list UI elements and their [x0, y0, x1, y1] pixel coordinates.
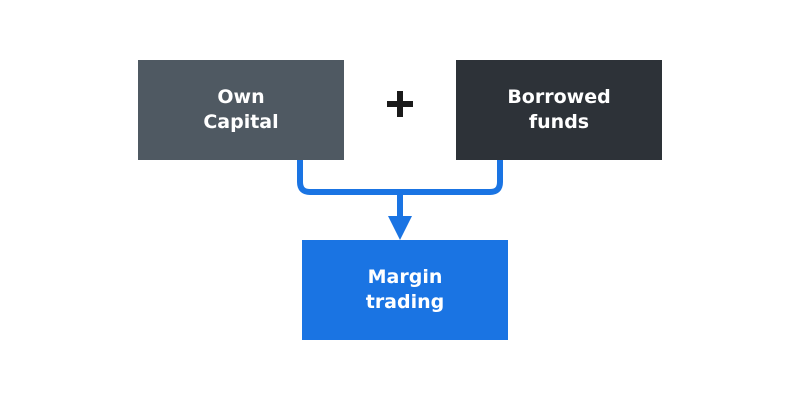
plus-icon [387, 91, 413, 117]
own-capital-label-line1: Own [217, 86, 265, 108]
own-capital-label-line2: Capital [203, 111, 279, 133]
arrow-head-icon [388, 216, 412, 240]
borrowed-funds-label-line1: Borrowed [507, 86, 611, 108]
borrowed-funds-box: Borrowed funds [456, 60, 662, 160]
margin-trading-label-line2: trading [365, 291, 445, 313]
connector-lines [297, 160, 503, 222]
own-capital-box: Own Capital [138, 60, 344, 160]
borrowed-funds-label-line2: funds [528, 111, 590, 133]
margin-trading-box: Margin trading [302, 240, 508, 340]
margin-trading-label-line1: Margin [367, 266, 443, 288]
